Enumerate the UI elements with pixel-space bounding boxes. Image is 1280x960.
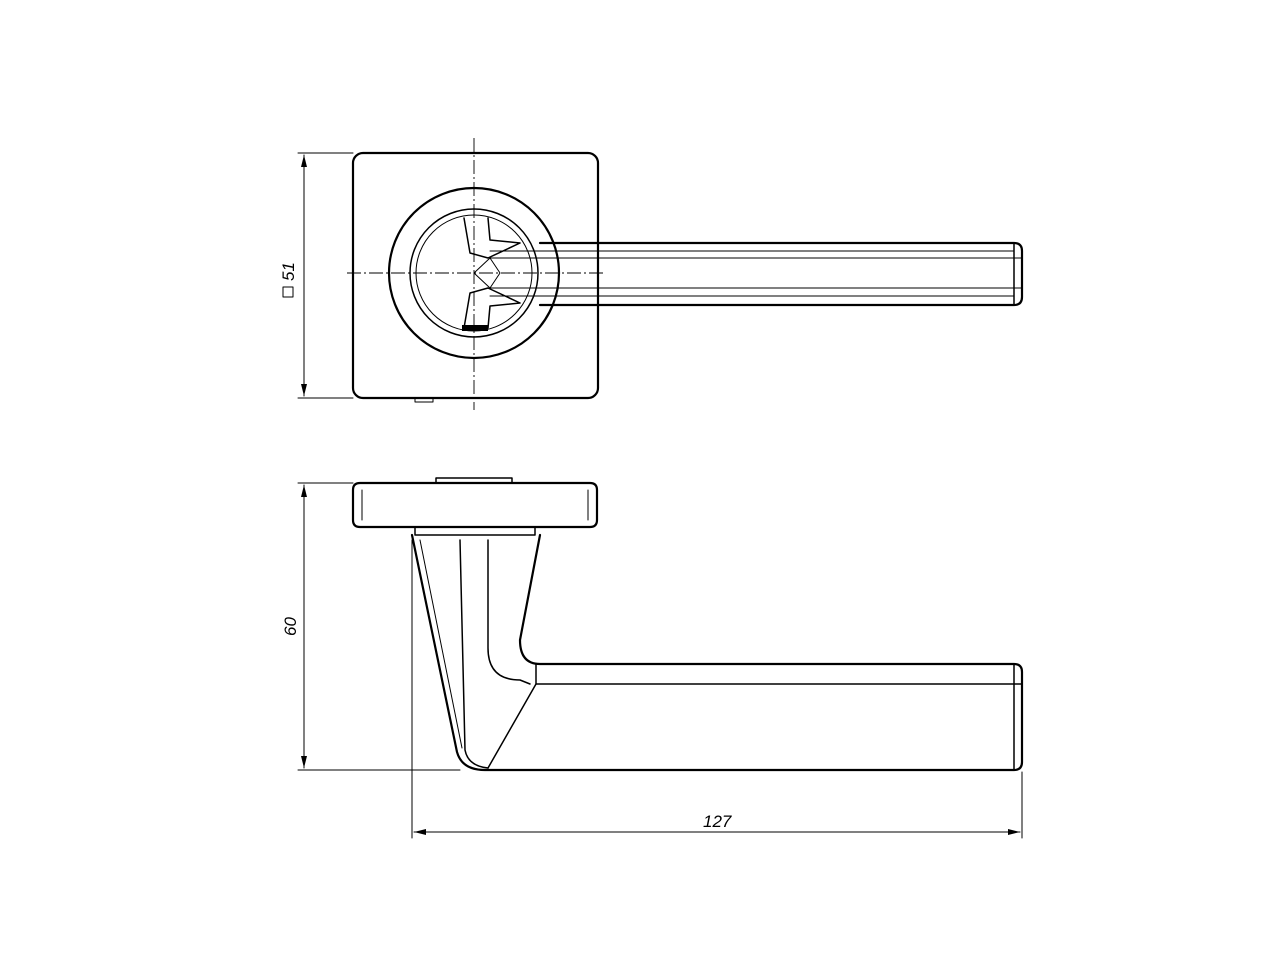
dimension-length: 127 (411, 539, 1023, 839)
plate-top-slot (435, 477, 513, 484)
front-view (347, 138, 1024, 410)
lever-neck-outline (410, 533, 1024, 772)
dimension-60-label: 60 (281, 617, 300, 636)
dimension-127-label: 127 (703, 812, 732, 831)
rosette-square-plate (351, 151, 600, 400)
neck-cut-lower (463, 287, 521, 329)
neck-dark-detail (462, 325, 488, 331)
neck-inner-curve (487, 539, 531, 685)
neck-cut-upper (463, 217, 521, 259)
base-ring (414, 526, 536, 536)
dimension-height: 60 (281, 482, 461, 771)
plate-side (351, 481, 599, 529)
dimension-rosette-square: 51 (279, 152, 354, 399)
screw-slot-detail (414, 397, 434, 403)
neck-left-edge (419, 539, 463, 749)
square-symbol-icon (282, 286, 294, 298)
lever-arm-outline (538, 241, 1024, 307)
neck-inner-line (459, 539, 489, 769)
dimension-51-label: 51 (279, 262, 298, 281)
side-view (351, 477, 1024, 772)
